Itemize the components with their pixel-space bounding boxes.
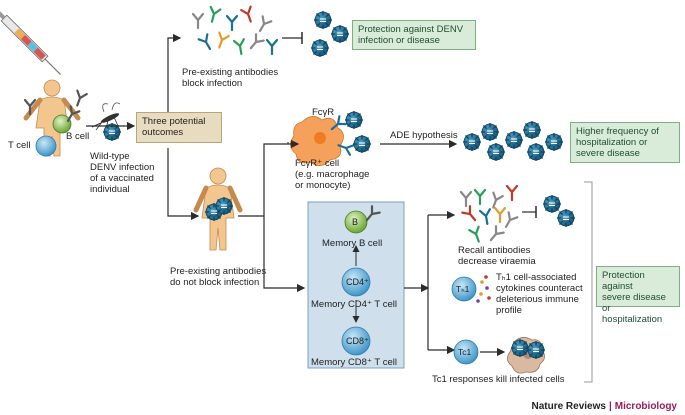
virus-cluster-recall — [542, 194, 576, 228]
label-preexisting-not-block: Pre-existing antibodies do not block inf… — [170, 266, 267, 288]
letter-b: B — [352, 217, 359, 227]
th1-cell-icon — [451, 276, 477, 302]
infected-person — [193, 167, 243, 251]
branch-to-memory — [263, 216, 306, 293]
label-fcgr: FcγR — [312, 107, 335, 118]
letter-cd4: CD4⁺ — [346, 277, 369, 287]
virus-cluster-ade — [462, 120, 564, 162]
label-wild-type: Wild-type DENV infection of a vaccinated… — [90, 151, 155, 195]
label-preexisting-block: Pre-existing antibodies block infection — [182, 67, 279, 89]
branch-lines — [167, 33, 200, 221]
protection-severe-box: Protection against severe disease or hos… — [596, 266, 680, 325]
memory-b-cell-icon — [344, 205, 381, 234]
label-fcgr-cell: FcγR⁺ cell (e.g. macrophage or monocyte) — [295, 158, 370, 191]
label-memory-cd8: Memory CD8⁺ T cell — [311, 357, 397, 368]
label-recall: Recall antibodies decrease viraemia — [458, 245, 536, 267]
label-b-cell: B cell — [66, 131, 90, 142]
label-th1: Tₕ1 cell-associated cytokines counteract… — [496, 272, 583, 316]
three-outcomes-box: Three potential outcomes — [136, 112, 222, 143]
virus-cluster-top — [310, 10, 350, 58]
label-tc1-kill: Tc1 responses kill infected cells — [432, 374, 565, 385]
label-memory-cd4: Memory CD4⁺ T cell — [311, 299, 397, 310]
label-t-cell: T cell — [8, 140, 31, 151]
memory-cd8-icon — [341, 326, 371, 356]
branch-to-ade — [263, 139, 300, 216]
infected-cell-icon — [507, 337, 546, 374]
protection-denv-box: Protection against DENV infection or dis… — [352, 20, 476, 50]
higher-frequency-box: Higher frequency of hospitalization or s… — [570, 122, 680, 163]
antibodies-cluster-recall — [459, 184, 519, 245]
label-ade: ADE hypothesis — [390, 130, 458, 141]
letter-th1: Tₕ1 — [456, 284, 470, 294]
tc1-cell-icon — [453, 339, 479, 365]
footer-credit: Nature Reviews|Microbiology — [531, 401, 677, 412]
t-cell-icon — [35, 135, 57, 157]
syringe-icon — [0, 10, 61, 75]
antibodies-cluster-top — [191, 5, 279, 56]
label-memory-b: Memory B cell — [322, 238, 383, 249]
footer-section: Microbiology — [614, 401, 677, 412]
branch-right — [404, 210, 456, 355]
memory-cd4-icon — [341, 267, 371, 297]
letter-cd8: CD8⁺ — [346, 336, 369, 346]
footer-journal: Nature Reviews — [531, 401, 606, 412]
cytokines-icon — [476, 275, 491, 303]
letter-tc1: Tc1 — [458, 347, 472, 357]
b-cell-icon — [52, 105, 81, 134]
bracket — [584, 181, 593, 383]
